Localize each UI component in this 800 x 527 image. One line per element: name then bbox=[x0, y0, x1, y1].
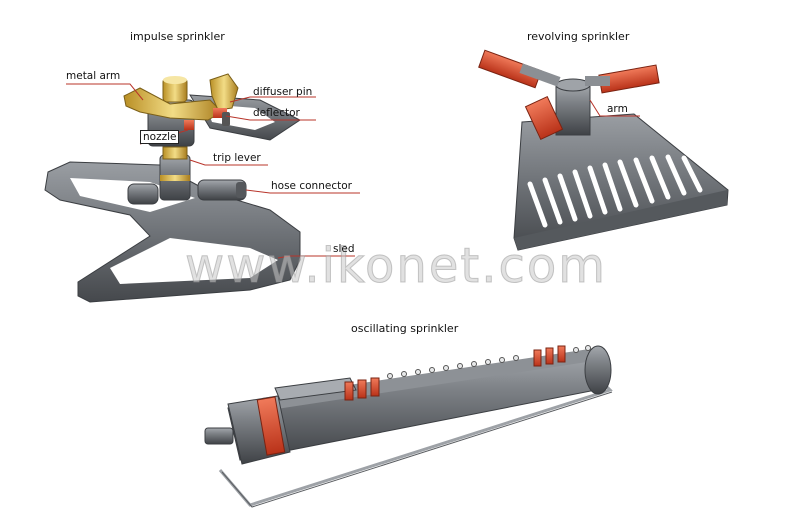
label-nozzle: nozzle bbox=[140, 130, 180, 144]
title-impulse-sprinkler: impulse sprinkler bbox=[130, 30, 225, 43]
title-revolving-sprinkler: revolving sprinkler bbox=[527, 30, 630, 43]
nozzle-tip bbox=[184, 120, 194, 130]
hose-connector bbox=[127, 179, 247, 205]
label-trip-lever: trip lever bbox=[213, 152, 261, 164]
label-deflector: deflector bbox=[253, 107, 300, 119]
label-diffuser-pin: diffuser pin bbox=[253, 86, 313, 98]
control-ring bbox=[256, 396, 286, 456]
oscillating-sprinkler bbox=[204, 345, 613, 508]
label-sled: sled bbox=[333, 243, 355, 255]
revolving-arms bbox=[478, 49, 660, 141]
watermark: www.ikonet.com bbox=[185, 238, 607, 295]
title-oscillating-sprinkler: oscillating sprinkler bbox=[351, 322, 459, 335]
deflector bbox=[213, 108, 227, 118]
oscillating-connector bbox=[204, 427, 234, 445]
revolving-sprinkler bbox=[478, 49, 729, 251]
label-metal-arm: metal arm bbox=[66, 70, 121, 82]
diffuser-pin bbox=[222, 112, 230, 126]
revolving-grille bbox=[527, 154, 703, 228]
label-arm: arm bbox=[607, 103, 628, 115]
leader-lines bbox=[66, 83, 640, 259]
label-hose-connector: hose connector bbox=[271, 180, 352, 192]
oscillating-nozzles bbox=[387, 345, 591, 379]
oscillating-sliders bbox=[344, 345, 566, 401]
